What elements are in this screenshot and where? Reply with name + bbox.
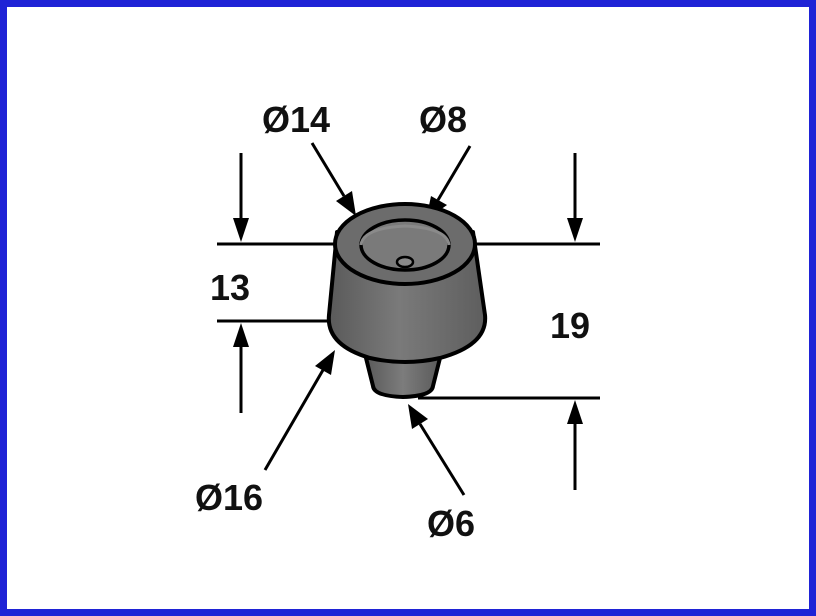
pin-6 [364,356,442,399]
label-height-19: 19 [550,305,590,346]
dimension-labels: Ø14 Ø8 13 19 Ø16 Ø6 [195,99,590,544]
label-dia-8: Ø8 [419,99,467,140]
label-dia-14: Ø14 [262,99,330,140]
dimension-arrows [233,142,583,496]
label-dia-6: Ø6 [427,503,475,544]
label-dia-16: Ø16 [195,477,263,518]
center-hole [395,255,415,269]
dimension-lines [217,242,600,400]
bushing-part [326,202,488,399]
label-height-13: 13 [210,267,250,308]
